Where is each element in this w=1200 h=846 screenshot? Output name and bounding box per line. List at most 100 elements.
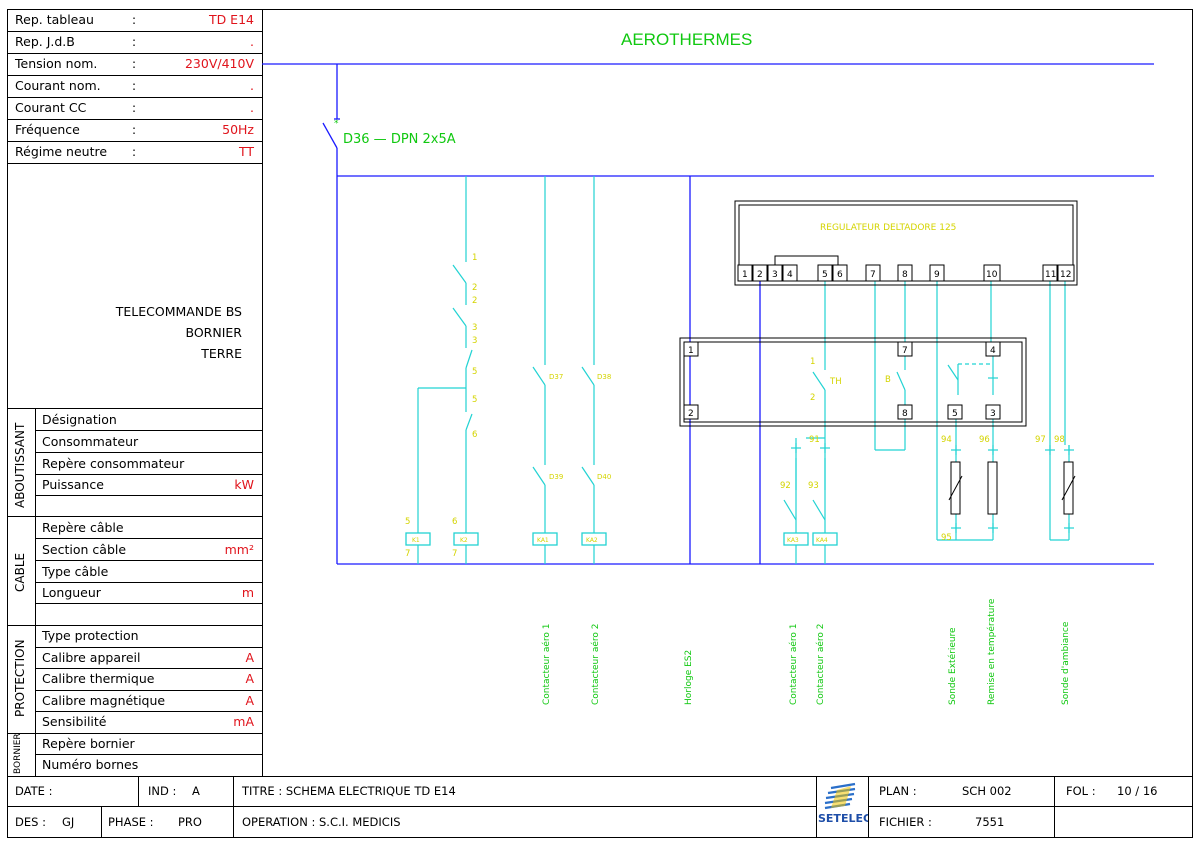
header-label-tension: Tension nom. xyxy=(15,56,98,71)
contact-number: 5 xyxy=(405,517,410,527)
contact-number: 97 xyxy=(1035,435,1046,445)
row-repere-bornier: Repère bornier xyxy=(42,736,135,751)
regulator-terminal: 5 xyxy=(822,270,828,280)
contact-number: 92 xyxy=(780,481,791,491)
des-label: DES : xyxy=(15,815,46,829)
phase-label: PHASE : xyxy=(108,815,154,829)
es2-terminal: 4 xyxy=(990,346,996,356)
device-tag: D38 xyxy=(597,373,611,381)
supply-bus xyxy=(262,63,1154,565)
es2-terminal: 1 xyxy=(688,346,694,356)
column-label: Sonde Extérieure xyxy=(947,627,958,705)
header-label-courant-cc: Courant CC xyxy=(15,100,87,115)
regulator-terminal: 3 xyxy=(772,270,778,280)
device-tag: D40 xyxy=(597,473,611,481)
row-longueur: Longueur xyxy=(42,585,101,600)
coil-tag: K1 xyxy=(412,537,420,544)
contact-number: 3 xyxy=(472,336,477,346)
note-bornier: BORNIER xyxy=(185,325,242,340)
plan-label: PLAN : xyxy=(879,784,917,798)
logo-text: SETELEC xyxy=(818,812,868,825)
row-repere-cable: Repère câble xyxy=(42,520,124,535)
terminal-markers xyxy=(791,443,1074,533)
contact-number: 93 xyxy=(808,481,819,491)
row-section-cable: Section câble xyxy=(42,542,127,557)
fol-label: FOL : xyxy=(1066,784,1096,798)
header-value-courant-cc: . xyxy=(250,100,254,115)
contact-number: 6 xyxy=(452,517,457,527)
contact-number: 6 xyxy=(472,430,477,440)
fol-value: 10 / 16 xyxy=(1117,784,1158,798)
coil-tag: KA1 xyxy=(537,537,549,544)
header-colon: : xyxy=(132,13,137,27)
header-label-regime: Régime neutre xyxy=(15,144,108,159)
contact-number: 7 xyxy=(452,549,457,559)
column-label: Sonde d'ambiance xyxy=(1061,621,1071,705)
date-label: DATE : xyxy=(15,784,53,798)
row-designation: Désignation xyxy=(42,412,117,427)
es2-terminal: 8 xyxy=(902,409,908,419)
relay-coils xyxy=(405,532,838,546)
row-puissance: Puissance xyxy=(42,477,104,492)
fichier-label: FICHIER : xyxy=(879,815,932,829)
header-value-frequence: 50Hz xyxy=(222,122,254,137)
drawing-frame xyxy=(7,9,1193,838)
des-value: GJ xyxy=(62,815,75,829)
breaker-d36 xyxy=(322,118,340,149)
regulator-terminal: 11 xyxy=(1045,270,1056,280)
contact-number: 2 xyxy=(472,296,477,306)
coil-tag: KA2 xyxy=(586,537,598,544)
device-tag: D37 xyxy=(549,373,563,381)
titre: TITRE : SCHEMA ELECTRIQUE TD E14 xyxy=(242,784,456,798)
es2-terminal: 3 xyxy=(990,409,996,419)
header-value-regime: TT xyxy=(238,144,254,159)
regulator-terminal: 4 xyxy=(787,270,793,280)
contact-number: 94 xyxy=(941,435,952,445)
ind-label: IND : xyxy=(148,784,177,798)
contact-number: 2 xyxy=(810,393,815,403)
contact-number: 91 xyxy=(809,435,820,445)
row-sensibilite: Sensibilité xyxy=(42,714,107,729)
row-repere-consommateur: Repère consommateur xyxy=(42,456,185,471)
row-type-cable: Type câble xyxy=(42,564,109,579)
left-panel-divider xyxy=(262,9,263,776)
control-wiring xyxy=(417,176,1070,564)
unit-calibre-appareil: A xyxy=(245,650,254,665)
header-colon: : xyxy=(132,145,137,159)
row-numero-bornes: Numéro bornes xyxy=(42,757,139,772)
regulator-terminal: 7 xyxy=(870,270,876,280)
header-colon: : xyxy=(132,123,137,137)
contact-number: 5 xyxy=(472,367,477,377)
contact-tag: TH xyxy=(829,377,842,387)
es2-terminal: 5 xyxy=(952,409,958,419)
header-colon: : xyxy=(132,35,137,49)
header-colon: : xyxy=(132,101,137,115)
breaker-label: D36 — DPN 2x5A xyxy=(343,132,456,147)
contact-number: 5 xyxy=(472,395,477,405)
fichier-value: 7551 xyxy=(975,815,1005,829)
device-tag: D39 xyxy=(549,473,563,481)
regulator-title: REGULATEUR DELTADORE 125 xyxy=(820,223,956,233)
coil-tag: K2 xyxy=(460,537,468,544)
header-colon: : xyxy=(132,57,137,71)
operation: OPERATION : S.C.I. MEDICIS xyxy=(242,815,401,829)
column-label: Contacteur aéro 1 xyxy=(788,624,799,705)
header-label-frequence: Fréquence xyxy=(15,122,80,137)
contact-tag: B xyxy=(885,375,891,385)
page-title: AEROTHERMES xyxy=(621,30,753,49)
contact-number: 2 xyxy=(472,283,477,293)
regulator-terminal: 6 xyxy=(837,270,843,280)
regulator-terminal: 2 xyxy=(757,270,763,280)
contact-number: 98 xyxy=(1054,435,1065,445)
header-label-courant-nom: Courant nom. xyxy=(15,78,101,93)
header-value-courant-nom: . xyxy=(250,78,254,93)
row-calibre-thermique: Calibre thermique xyxy=(42,671,155,686)
note-terre: TERRE xyxy=(201,346,242,361)
unit-calibre-magnetique: A xyxy=(245,693,254,708)
regulator-terminal-boxes xyxy=(737,264,1075,282)
contact-number: 7 xyxy=(405,549,410,559)
regulator-terminal: 12 xyxy=(1060,270,1071,280)
column-label: Contacteur aéro 2 xyxy=(590,624,601,705)
column-label: Remise en température xyxy=(986,598,997,705)
